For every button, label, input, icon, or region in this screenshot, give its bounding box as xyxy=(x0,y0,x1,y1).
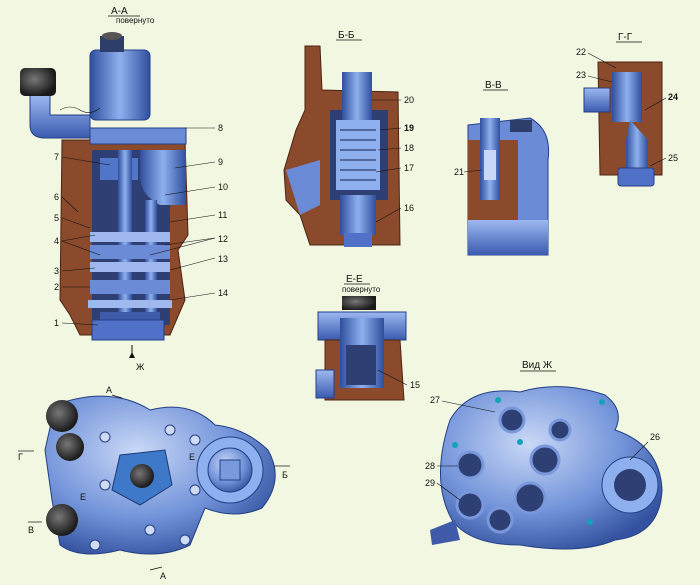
arrow-a-top: А xyxy=(106,385,112,395)
top-nut xyxy=(100,36,124,52)
label-12: 12 xyxy=(218,234,228,244)
label-16: 16 xyxy=(404,203,414,213)
section-aa: А-А повернуто Ж 8 xyxy=(20,6,228,372)
label-11: 11 xyxy=(218,210,227,220)
label-18: 18 xyxy=(404,143,414,153)
arrow-g: Г xyxy=(18,452,23,462)
section-gg-title: Г-Г xyxy=(618,32,633,43)
label-6: 6 xyxy=(54,192,59,202)
label-23: 23 xyxy=(576,70,586,80)
view-zh: Вид Ж 27 26 28 29 xyxy=(425,360,663,550)
section-bb: Б-Б 20 19 18 17 16 xyxy=(283,30,414,247)
arrow-e-right: Е xyxy=(189,452,195,462)
label-4: 4 xyxy=(54,236,59,246)
label-3: 3 xyxy=(54,266,59,276)
section-aa-title: А-А xyxy=(111,6,128,17)
arrow-e-left: Е xyxy=(80,492,86,502)
label-20: 20 xyxy=(404,95,414,105)
label-28: 28 xyxy=(425,461,435,471)
label-10: 10 xyxy=(218,182,228,192)
label-7: 7 xyxy=(54,152,59,162)
label-27: 27 xyxy=(430,395,440,405)
label-9: 9 xyxy=(218,157,223,167)
view-zh-title: Вид Ж xyxy=(522,360,553,371)
label-25: 25 xyxy=(668,153,678,163)
section-bb-title: Б-Б xyxy=(338,30,355,41)
label-21: 21 xyxy=(454,167,464,177)
label-14: 14 xyxy=(218,288,228,298)
view-zh-arrow-label: Ж xyxy=(136,362,145,372)
label-1: 1 xyxy=(54,318,59,328)
label-26: 26 xyxy=(650,432,660,442)
label-13: 13 xyxy=(218,254,228,264)
arrow-a-bottom: А xyxy=(160,571,166,581)
label-24: 24 xyxy=(668,92,678,102)
label-8: 8 xyxy=(218,123,223,133)
section-vv: В-В 21 xyxy=(454,80,550,256)
section-vv-title: В-В xyxy=(485,80,502,91)
arrow-b: Б xyxy=(282,470,288,480)
section-gg: Г-Г 22 23 24 25 xyxy=(576,32,678,187)
section-ee-title: Е-Е xyxy=(346,274,363,285)
label-19: 19 xyxy=(404,123,414,133)
label-29: 29 xyxy=(425,478,435,488)
arrow-v: В xyxy=(28,525,34,535)
section-ee: Е-Е повернуто 15 xyxy=(315,274,420,401)
section-ee-subtitle: повернуто xyxy=(342,285,381,294)
label-17: 17 xyxy=(404,163,414,173)
label-15: 15 xyxy=(410,380,420,390)
connector-cap xyxy=(20,68,56,96)
label-5: 5 xyxy=(54,213,59,223)
label-22: 22 xyxy=(576,47,586,57)
label-2: 2 xyxy=(54,282,59,292)
plan-view: А А Г В Е Е Б xyxy=(18,385,290,581)
section-aa-subtitle: повернуто xyxy=(116,16,155,25)
